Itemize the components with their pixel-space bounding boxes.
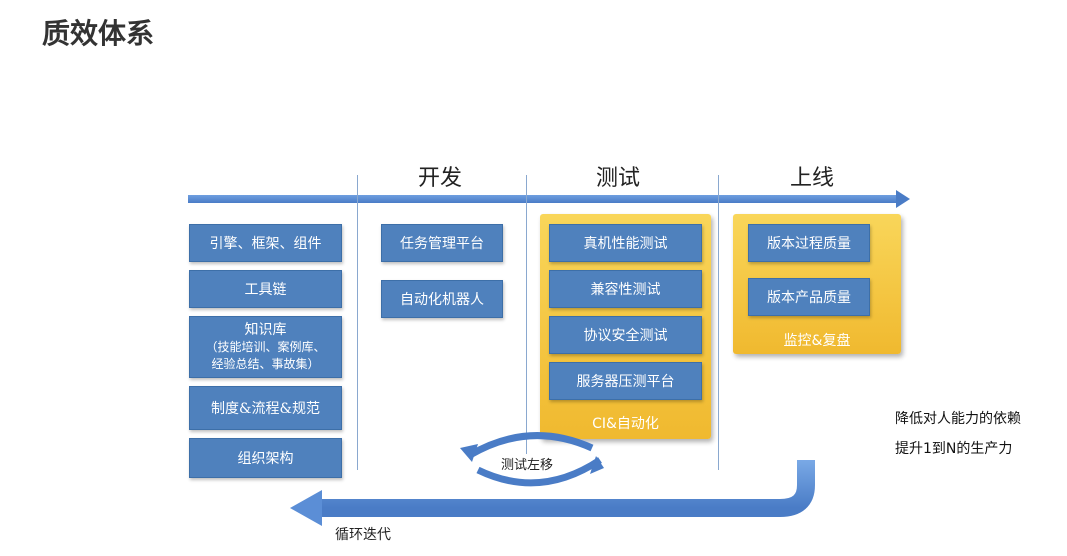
launch-panel-label: 监控&复盘 xyxy=(783,333,851,349)
box-server-stress-platform: 服务器压测平台 xyxy=(549,362,702,400)
shift-left-label: 测试左移 xyxy=(498,454,557,473)
separator-dev xyxy=(357,175,358,470)
iteration-loop-arrow xyxy=(290,460,815,526)
box-protocol-security-test: 协议安全测试 xyxy=(549,316,702,354)
box-organization: 组织架构 xyxy=(189,438,342,478)
box-version-product-quality: 版本产品质量 xyxy=(748,278,870,316)
box-task-platform: 任务管理平台 xyxy=(381,224,503,262)
note-reduce-dependency: 降低对人能力的依赖 xyxy=(895,411,1021,427)
box-knowledge-base: 知识库 （技能培训、案例库、 经验总结、事故集） xyxy=(189,316,342,378)
page-title: 质效体系 xyxy=(42,17,155,50)
box-engine-framework: 引擎、框架、组件 xyxy=(189,224,342,262)
phase-launch-label: 上线 xyxy=(789,166,834,191)
separator-test xyxy=(526,175,527,470)
separator-launch xyxy=(718,175,719,470)
shift-left-arrows xyxy=(460,432,604,487)
knowledge-base-line2: （技能培训、案例库、 xyxy=(205,339,326,354)
phase-test-label: 测试 xyxy=(595,166,640,191)
knowledge-base-title: 知识库 xyxy=(244,321,287,338)
box-device-performance-test: 真机性能测试 xyxy=(549,224,702,262)
note-boost-productivity: 提升1到N的生产力 xyxy=(895,441,1013,457)
box-process-standards: 制度&流程&规范 xyxy=(189,386,342,430)
box-compatibility-test: 兼容性测试 xyxy=(549,270,702,308)
box-automation-robot: 自动化机器人 xyxy=(381,280,503,318)
box-toolchain: 工具链 xyxy=(189,270,342,308)
test-panel-label: CI&自动化 xyxy=(592,416,659,432)
phase-dev-label: 开发 xyxy=(417,166,462,191)
box-version-process-quality: 版本过程质量 xyxy=(748,224,870,262)
knowledge-base-line3: 经验总结、事故集） xyxy=(211,356,320,371)
loop-label: 循环迭代 xyxy=(335,527,391,543)
